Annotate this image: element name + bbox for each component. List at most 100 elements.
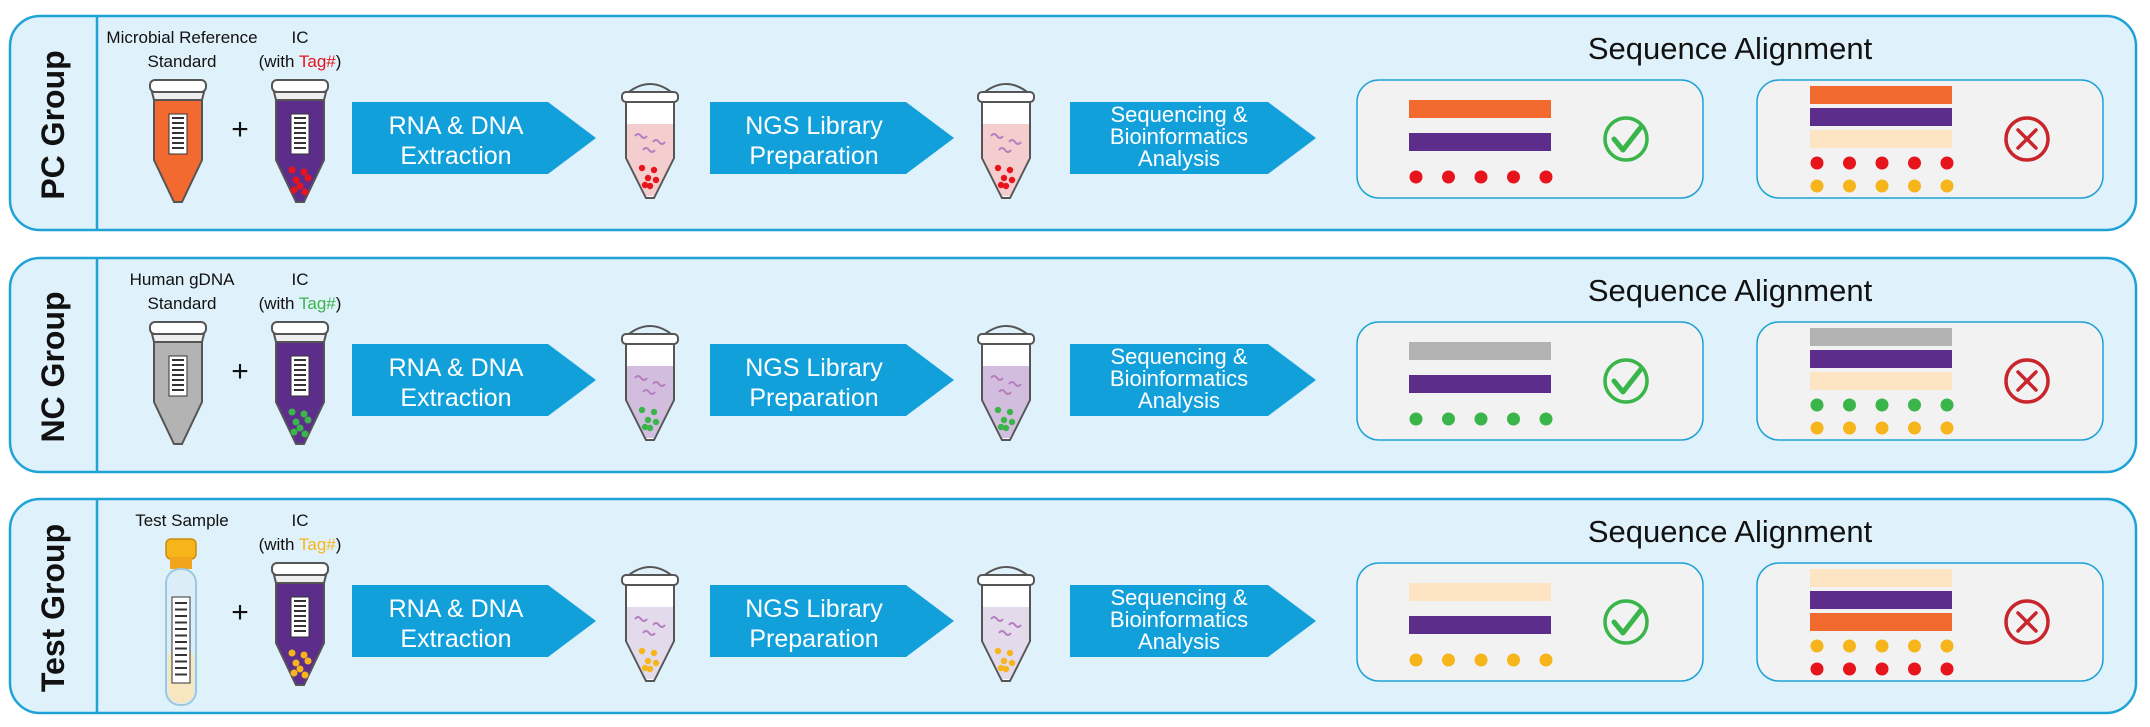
nucleic-acid-strand (1008, 622, 1022, 628)
alignment-dot (1474, 412, 1488, 426)
tag-dot (641, 664, 649, 672)
alignment-dot (1875, 398, 1889, 412)
gray-tube (149, 321, 207, 445)
alignment-dot (1908, 179, 1921, 193)
tag-dot (641, 423, 649, 431)
nucleic-acid-strand (652, 139, 666, 145)
tag-dot (1000, 174, 1008, 182)
alignment-dot (1810, 398, 1824, 412)
alignment-dot (1875, 156, 1889, 170)
tag-dot (300, 168, 308, 176)
alignment-dot (1810, 639, 1824, 653)
alignment-dot (1940, 662, 1954, 676)
ic-label: IC (292, 511, 309, 530)
nucleic-acid-strand (1008, 139, 1022, 145)
sample-label: Standard (148, 52, 217, 71)
extracted-tube (621, 83, 679, 199)
tube-liquid (627, 124, 673, 196)
alignment-bar (1409, 583, 1551, 601)
tube-rim (150, 91, 206, 101)
ic-tag: Tag# (299, 535, 336, 554)
tube-liquid (627, 366, 673, 438)
alignment-bar (1409, 616, 1551, 634)
alignment-dot (1810, 662, 1824, 676)
step-library-label: Preparation (749, 384, 878, 412)
tube-rim (621, 91, 679, 103)
tube-cap (271, 79, 329, 93)
alignment-bar (1409, 375, 1551, 393)
sequence-alignment-title: Sequence Alignment (1588, 514, 1873, 549)
step-extraction-label: Extraction (400, 625, 511, 653)
plus-sign: + (231, 355, 249, 388)
step-extraction-label: RNA & DNA (389, 354, 524, 382)
tag-dot (994, 647, 1002, 655)
tag-dot (288, 166, 296, 174)
alignment-dot (1810, 179, 1824, 193)
tag-dot (997, 423, 1005, 431)
step-arrow (710, 344, 954, 416)
tag-dot (296, 182, 304, 190)
ic-tube (271, 321, 329, 445)
tube-cap (149, 79, 207, 93)
pass-result-box (1356, 321, 1704, 441)
tube-rim (272, 333, 328, 343)
tag-dot (290, 186, 298, 194)
alignment-dot (1442, 170, 1455, 184)
alignment-dot (1843, 156, 1856, 170)
nucleic-acid-strand (642, 630, 656, 636)
ic-label: IC (292, 270, 309, 289)
alignment-dot (1908, 639, 1921, 653)
sample-label: Standard (148, 294, 217, 313)
fail-result-box (1756, 321, 2104, 441)
nucleic-acid-strand (990, 616, 1004, 622)
alignment-dot (1539, 170, 1553, 184)
step-library-label: Preparation (749, 625, 878, 653)
alignment-dot (1940, 398, 1954, 412)
tag-dot (304, 416, 312, 424)
alignment-dot (1908, 421, 1921, 435)
plus-sign: + (231, 113, 249, 146)
tag-dot (1008, 418, 1016, 426)
alignment-dot (1409, 170, 1423, 184)
alignment-dot (1875, 662, 1889, 676)
alignment-dot (1940, 421, 1954, 435)
tag-dot (994, 164, 1002, 172)
tube-rim (977, 91, 1035, 103)
cross-mark-icon (2016, 370, 2038, 392)
step-arrow (1070, 344, 1316, 416)
step-arrow (1070, 102, 1316, 174)
alignment-bar (1810, 86, 1952, 104)
alignment-bar (1810, 591, 1952, 609)
alignment-dot (1539, 412, 1553, 426)
fail-result-box (1756, 79, 2104, 199)
nucleic-acid-strand (642, 389, 656, 395)
alignment-bar (1810, 613, 1952, 631)
ic-label: IC (292, 28, 309, 47)
alignment-dot (1507, 170, 1520, 184)
tag-dot (1002, 424, 1010, 432)
tube-rim (621, 574, 679, 586)
step-library-label: NGS Library (745, 112, 883, 140)
tag-dot (301, 188, 309, 196)
step-extraction-label: Extraction (400, 384, 511, 412)
tag-dot (997, 664, 1005, 672)
nucleic-acid-strand (1008, 381, 1022, 387)
step-arrow (1070, 585, 1316, 657)
step-arrow (352, 585, 596, 657)
ic-label-suffix: ) (336, 52, 342, 71)
check-circle-icon (1603, 116, 1649, 162)
nucleic-acid-strand (652, 622, 666, 628)
sample-label: Microbial Reference (106, 28, 257, 47)
alignment-bar (1409, 342, 1551, 360)
tube-liquid (627, 607, 673, 679)
ic-label-prefix: (with (259, 294, 299, 313)
tag-dot (1008, 659, 1016, 667)
ic-tag: Tag# (299, 294, 336, 313)
ic-label-prefix: (with (259, 52, 299, 71)
nucleic-acid-strand (634, 133, 648, 139)
alignment-dot (1908, 156, 1921, 170)
tag-dot (652, 659, 660, 667)
